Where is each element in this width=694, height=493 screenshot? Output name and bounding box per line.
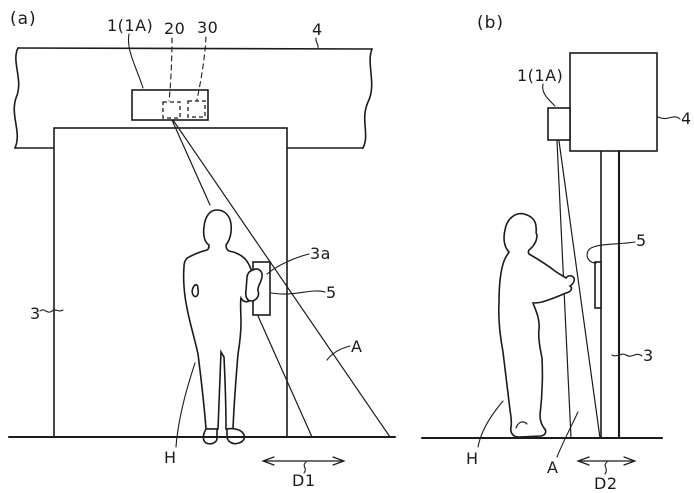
detection-beams-a	[171, 119, 313, 438]
labels-a: 1(1A) 20 30 4 3 3a 5 A H	[30, 16, 362, 467]
panel-a-caption: (a)	[10, 9, 37, 29]
wall-a	[13, 47, 373, 149]
label-device-b: 5	[636, 231, 647, 250]
label-area-a: A	[351, 337, 362, 356]
person-b-body	[497, 212, 576, 438]
label-person-b: H	[466, 449, 479, 468]
label-wall-b: 4	[681, 109, 692, 128]
label-sensor-a: 1(1A)	[107, 16, 153, 35]
sensor-element-20	[162, 101, 181, 119]
person-a-hand-left	[191, 283, 200, 298]
label-person-a: H	[164, 448, 177, 467]
beam-left-lower-a	[257, 315, 313, 438]
person-a-hand-right	[244, 268, 263, 302]
portable-device-a	[244, 261, 271, 316]
portable-device-b	[594, 261, 602, 309]
panel-b: (b) 1(1A) 4 5	[420, 13, 692, 493]
door-b	[600, 149, 621, 440]
label-20: 20	[164, 19, 185, 38]
beam-left-upper-a	[171, 119, 211, 206]
label-wall-a: 4	[312, 20, 323, 39]
sensor-element-30	[187, 100, 206, 118]
person-b-heel-detail	[515, 421, 528, 429]
person-b	[497, 212, 576, 438]
label-area-b: A	[547, 458, 558, 477]
label-door-part-a: 3a	[310, 244, 331, 263]
label-device-a: 5	[326, 283, 337, 302]
label-30: 30	[197, 18, 218, 37]
dimension-d1: D1	[261, 456, 346, 490]
arrowhead-left-d1	[261, 456, 275, 466]
dimension-d2: D2	[576, 456, 637, 493]
sensor-unit-b	[547, 107, 571, 141]
beam-right-b	[558, 140, 601, 439]
panel-b-caption: (b)	[477, 13, 504, 33]
wall-b	[569, 52, 658, 152]
sensor-unit-a	[131, 89, 209, 121]
label-d2: D2	[594, 474, 618, 493]
beam-right-a	[172, 119, 391, 438]
label-d1: D1	[292, 471, 316, 490]
label-door-a: 3	[30, 304, 41, 323]
person-a-body	[182, 209, 265, 430]
arrowhead-right-d1	[332, 456, 346, 466]
panel-a: (a)	[7, 9, 397, 490]
arrowhead-left-d2	[576, 456, 590, 466]
arrowhead-right-d2	[623, 456, 637, 466]
label-sensor-b: 1(1A)	[517, 66, 563, 85]
labels-b: 1(1A) 4 5 3 A H	[466, 66, 692, 477]
label-door-b: 3	[643, 346, 654, 365]
